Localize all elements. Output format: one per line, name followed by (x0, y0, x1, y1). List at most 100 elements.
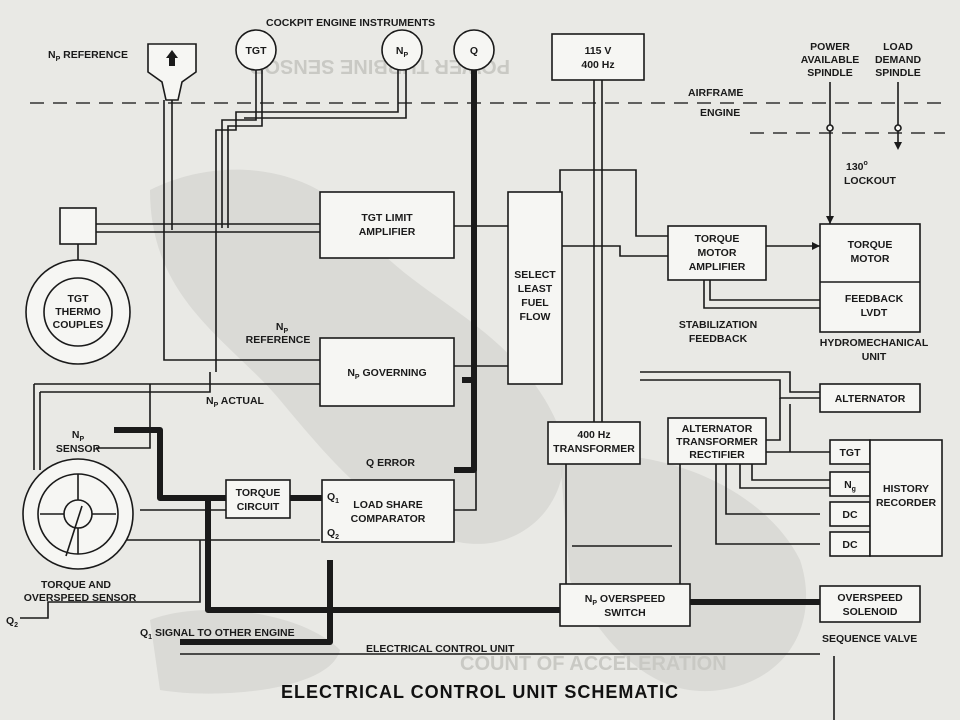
background-ghost: POWER TURBINE SENSOR COUNT OF ACCELERATI… (150, 55, 807, 694)
svg-text:TGT: TGT (246, 45, 268, 57)
svg-text:ALTERNATOR: ALTERNATOR (682, 423, 753, 435)
svg-text:400 Hz: 400 Hz (577, 429, 610, 441)
np-governing: NP GOVERNING (319, 337, 455, 407)
tgt-limit-amplifier: TGT LIMIT AMPLIFIER (319, 191, 455, 259)
cockpit-instruments-label: COCKPIT ENGINE INSTRUMENTS (266, 17, 435, 29)
np-sensor: NP SENSOR (56, 429, 101, 455)
np-overspeed-switch: NP OVERSPEED SWITCH (559, 583, 691, 627)
svg-text:COUPLES: COUPLES (53, 319, 104, 331)
q-error-label: Q ERROR (366, 457, 415, 469)
q1-signal-label: Q1 SIGNAL TO OTHER ENGINE (140, 627, 295, 641)
svg-text:TGT: TGT (840, 447, 862, 459)
q-gauge: Q (453, 29, 495, 71)
svg-text:MOTOR: MOTOR (851, 253, 890, 265)
svg-text:COMPARATOR: COMPARATOR (351, 513, 426, 525)
svg-text:OVERSPEED SENSOR: OVERSPEED SENSOR (24, 592, 137, 604)
svg-text:SOLENOID: SOLENOID (843, 606, 898, 618)
svg-text:TORQUE AND: TORQUE AND (41, 579, 111, 591)
q-signal-bus (114, 70, 820, 645)
svg-text:LEAST: LEAST (518, 283, 553, 295)
svg-text:NP OVERSPEED: NP OVERSPEED (585, 593, 666, 607)
q2-input-label: Q2 (6, 615, 18, 629)
svg-text:AMPLIFIER: AMPLIFIER (359, 226, 416, 238)
svg-text:TORQUE: TORQUE (236, 487, 281, 499)
np-reference-mid-label: NP REFERENCE (246, 321, 311, 346)
svg-text:LVDT: LVDT (861, 307, 888, 319)
svg-text:NP: NP (276, 321, 289, 335)
svg-text:SELECT: SELECT (514, 269, 556, 281)
overspeed-solenoid: OVERSPEED SOLENOID (819, 585, 921, 623)
torque-circuit: TORQUE CIRCUIT (225, 479, 291, 519)
svg-text:AVAILABLE: AVAILABLE (801, 54, 860, 66)
svg-text:COUNT OF ACCELERATION: COUNT OF ACCELERATION (460, 653, 727, 675)
alternator: ALTERNATOR (819, 383, 921, 413)
svg-text:TGT LIMIT: TGT LIMIT (361, 212, 413, 224)
svg-text:RECORDER: RECORDER (876, 497, 937, 509)
svg-text:POWER: POWER (810, 41, 850, 53)
svg-text:SPINDLE: SPINDLE (807, 67, 853, 79)
svg-text:FEEDBACK: FEEDBACK (845, 293, 904, 305)
svg-text:FEEDBACK: FEEDBACK (689, 333, 748, 345)
select-least-fuel-flow: SELECT LEAST FUEL FLOW (507, 191, 563, 385)
engine-label: ENGINE (700, 107, 740, 119)
lockout-label-2: LOCKOUT (844, 175, 896, 187)
svg-text:400 Hz: 400 Hz (581, 59, 614, 71)
svg-text:ALTERNATOR: ALTERNATOR (835, 393, 906, 405)
sequence-valve-label: SEQUENCE VALVE (822, 633, 917, 645)
svg-text:HYDROMECHANICAL: HYDROMECHANICAL (820, 337, 929, 349)
svg-text:AMPLIFIER: AMPLIFIER (689, 261, 746, 273)
svg-text:TGT: TGT (68, 293, 90, 305)
svg-text:FLOW: FLOW (520, 311, 551, 323)
q2-label: Q2 (327, 527, 339, 541)
svg-text:RECTIFIER: RECTIFIER (689, 449, 745, 461)
np-gauge: NP (381, 29, 423, 71)
lockout-label: 130o (846, 160, 868, 173)
svg-text:TRANSFORMER: TRANSFORMER (553, 443, 635, 455)
svg-text:UNIT: UNIT (862, 351, 887, 363)
tgt-thermocouples: TGT THERMO COUPLES (25, 207, 131, 365)
power-available-spindle: POWER AVAILABLE SPINDLE (801, 41, 860, 132)
svg-text:THERMO: THERMO (55, 306, 101, 318)
q1-label: Q1 (327, 491, 339, 505)
svg-text:DEMAND: DEMAND (875, 54, 921, 66)
torque-overspeed-sensor: TORQUE AND OVERSPEED SENSOR (22, 458, 137, 604)
svg-text:DC: DC (842, 509, 858, 521)
svg-text:TORQUE: TORQUE (848, 239, 893, 251)
svg-text:OVERSPEED: OVERSPEED (837, 592, 903, 604)
svg-text:SPINDLE: SPINDLE (875, 67, 921, 79)
diagram-title: ELECTRICAL CONTROL UNIT SCHEMATIC (281, 682, 679, 702)
svg-text:Q: Q (470, 45, 478, 57)
load-demand-spindle: LOAD DEMAND SPINDLE (875, 41, 921, 150)
svg-text:TORQUE: TORQUE (695, 233, 740, 245)
electrical-control-unit-label: ELECTRICAL CONTROL UNIT (366, 643, 515, 655)
alternator-transformer-rectifier: ALTERNATOR TRANSFORMER RECTIFIER (667, 417, 767, 465)
power-supply-115v: 115 V 400 Hz (551, 33, 645, 81)
svg-text:LOAD SHARE: LOAD SHARE (353, 499, 422, 511)
history-recorder: TGT Ng DC DC HISTORY RECORDER (829, 439, 943, 557)
stabilization-feedback-label: STABILIZATION FEEDBACK (679, 319, 757, 345)
svg-text:FUEL: FUEL (521, 297, 549, 309)
transformer-400hz: 400 Hz TRANSFORMER (547, 421, 641, 465)
svg-text:POWER TURBINE SENSOR: POWER TURBINE SENSOR (249, 55, 510, 77)
svg-text:REFERENCE: REFERENCE (246, 334, 311, 346)
svg-text:NP: NP (396, 45, 409, 59)
svg-text:SENSOR: SENSOR (56, 443, 101, 455)
svg-text:HISTORY: HISTORY (883, 483, 929, 495)
load-share-comparator: LOAD SHARE COMPARATOR (321, 479, 455, 543)
np-reference-knob (147, 43, 197, 101)
svg-text:DC: DC (842, 539, 858, 551)
svg-text:Ng: Ng (844, 479, 856, 493)
svg-text:115 V: 115 V (585, 45, 612, 57)
airframe-label: AIRFRAME (688, 87, 743, 99)
svg-text:SWITCH: SWITCH (604, 607, 645, 619)
tgt-gauge: TGT (235, 29, 277, 71)
svg-text:NP GOVERNING: NP GOVERNING (347, 367, 426, 381)
np-actual-label: NP ACTUAL (206, 395, 265, 409)
svg-text:MOTOR: MOTOR (698, 247, 737, 259)
svg-text:TRANSFORMER: TRANSFORMER (676, 436, 758, 448)
torque-motor-amplifier: TORQUE MOTOR AMPLIFIER (667, 225, 767, 281)
svg-text:CIRCUIT: CIRCUIT (237, 501, 280, 513)
np-reference-top-label: NP REFERENCE (48, 49, 128, 63)
hydromechanical-unit: TORQUE MOTOR FEEDBACK LVDT HYDROMECHANIC… (819, 223, 929, 363)
